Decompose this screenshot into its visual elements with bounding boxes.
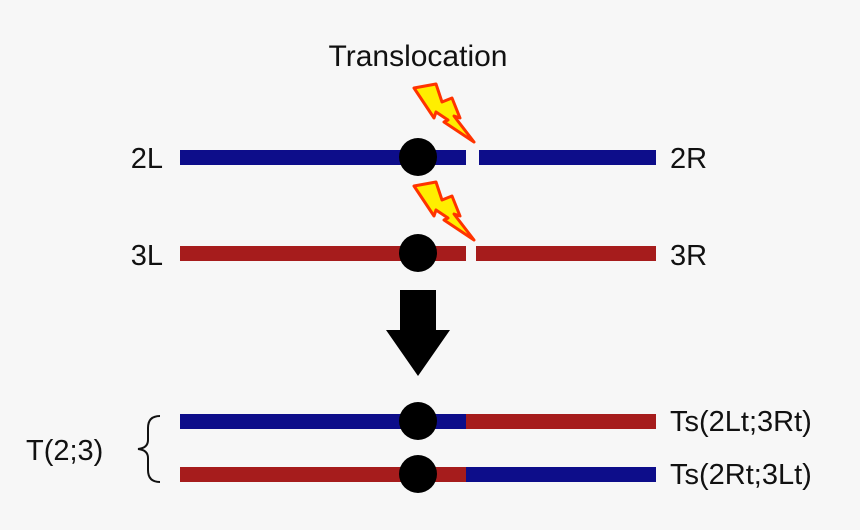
label-ts-2Rt-3Lt: Ts(2Rt;3Lt)	[670, 459, 812, 491]
centromere	[399, 455, 437, 493]
segment-2R	[466, 467, 656, 482]
chromosome-3-right-arm	[476, 246, 656, 261]
down-arrow-icon	[386, 290, 450, 376]
label-2L: 2L	[131, 143, 163, 175]
translocated-chromosome-2	[180, 455, 656, 493]
centromere	[399, 402, 437, 440]
label-3R: 3R	[670, 240, 707, 272]
label-3L: 3L	[131, 240, 163, 272]
lightning-bolt-icon	[412, 82, 476, 144]
segment-3L	[180, 467, 466, 482]
chromosome-2-right-arm	[479, 150, 656, 165]
translocated-chromosome-1	[180, 402, 656, 440]
centromere	[399, 234, 437, 272]
chromosome-2	[180, 138, 656, 176]
brace-icon	[137, 415, 161, 483]
label-T-2-3: T(2;3)	[26, 435, 103, 467]
segment-2L	[180, 414, 466, 429]
chromosome-3-left-arm	[180, 246, 466, 261]
label-ts-2Lt-3Rt: Ts(2Lt;3Rt)	[670, 406, 812, 438]
diagram-title: Translocation	[329, 40, 508, 73]
label-2R: 2R	[670, 143, 707, 175]
centromere	[399, 138, 437, 176]
lightning-bolt-icon	[412, 180, 476, 242]
chromosome-3	[180, 234, 656, 272]
segment-3R	[466, 414, 656, 429]
chromosome-2-left-arm	[180, 150, 466, 165]
